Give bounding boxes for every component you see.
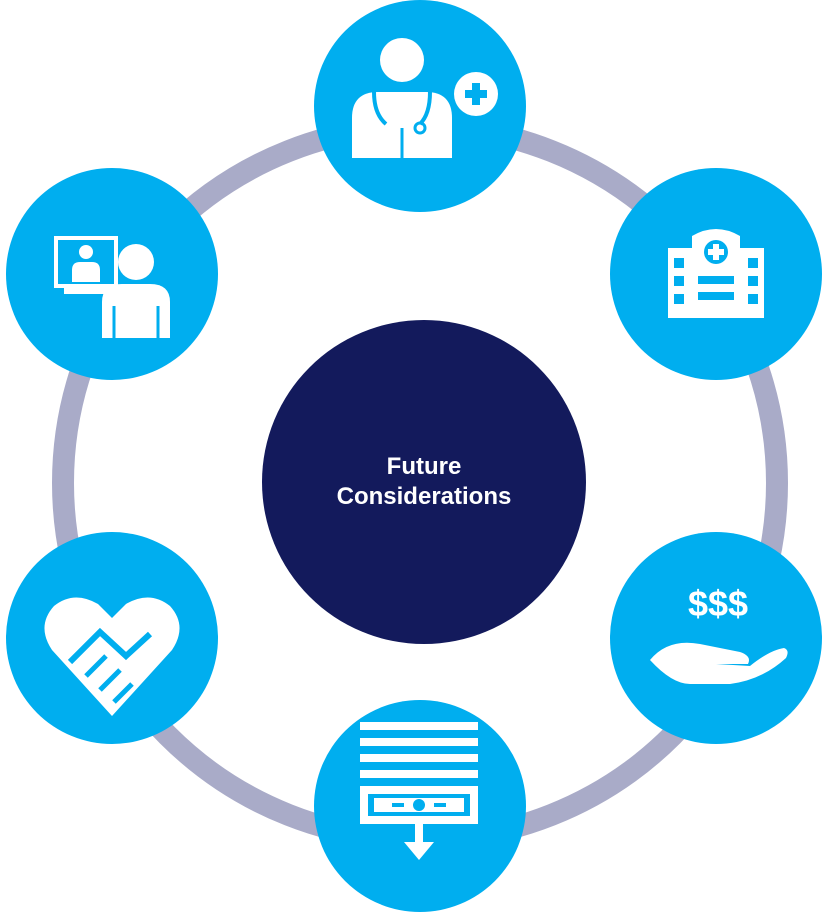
telehealth-icon — [54, 236, 170, 338]
center-title-line1: Future — [386, 453, 462, 480]
center-title: Future Considerations — [262, 320, 586, 644]
doctor-plus-icon — [352, 38, 498, 158]
node-bottom — [314, 700, 526, 912]
handshake-heart-icon — [44, 597, 180, 716]
node-bottom-left — [6, 532, 218, 744]
node-top-right — [610, 168, 822, 380]
center-title-line2: Considerations — [336, 483, 512, 510]
bill-down-arrow-icon — [360, 722, 478, 860]
svg-text:$$$: $$$ — [688, 583, 748, 624]
node-bottom-right: $$$ — [610, 532, 822, 744]
node-top — [314, 0, 526, 212]
center-circle — [262, 320, 586, 644]
hospital-building-icon — [668, 229, 764, 318]
hand-money-icon: $$$ — [650, 583, 788, 684]
node-top-left — [6, 168, 218, 380]
